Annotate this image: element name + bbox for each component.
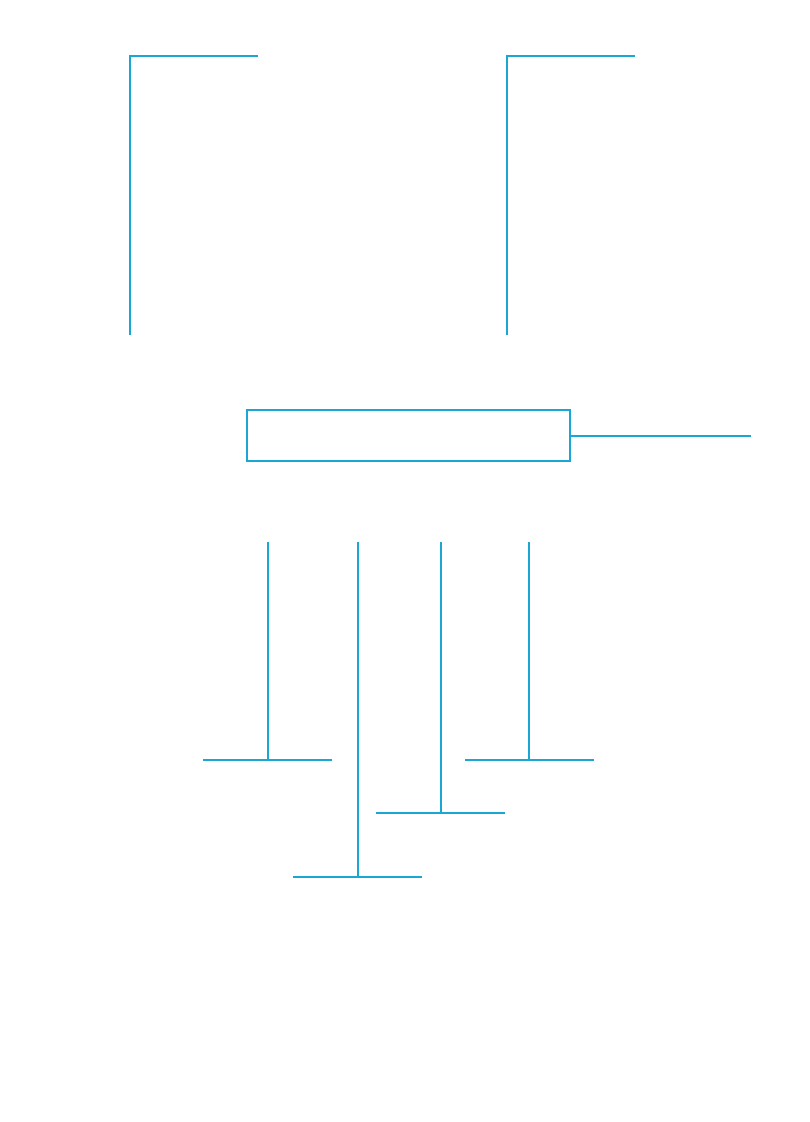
center-box — [246, 409, 571, 462]
stem-4-tee — [465, 542, 594, 761]
top-left-bracket-path — [129, 55, 258, 335]
stem-1-tee — [203, 542, 332, 761]
top-left-bracket — [129, 55, 258, 335]
stem-2-tee — [293, 542, 422, 878]
stem-3-tee — [376, 542, 505, 814]
top-right-bracket-path — [506, 55, 635, 335]
top-right-bracket — [506, 55, 635, 335]
